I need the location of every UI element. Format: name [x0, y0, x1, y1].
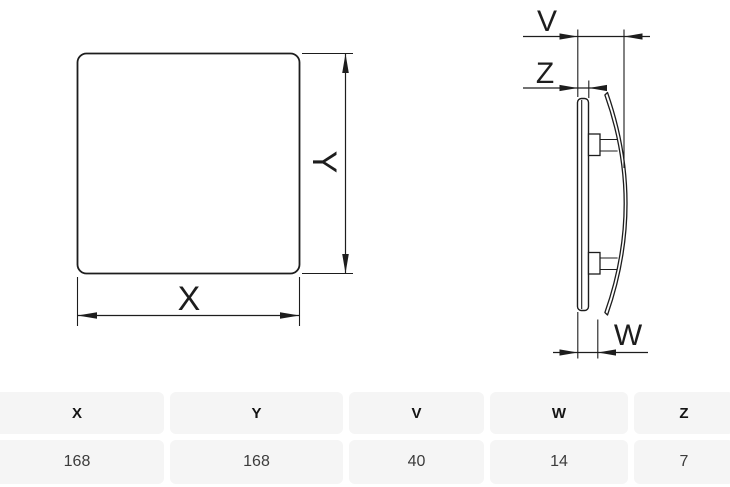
table-value-x: 168 [0, 440, 164, 484]
z-arrow-left [559, 84, 578, 92]
front-view: X Y [76, 52, 353, 326]
dimension-label-z: Z [536, 57, 554, 90]
table-header-y: Y [170, 392, 343, 434]
table-value-w: 14 [490, 440, 628, 484]
curved-cover-profile [604, 91, 628, 316]
lower-clip [587, 251, 618, 275]
x-dimension: X [76, 277, 301, 326]
table-value-z: 7 [634, 440, 730, 484]
v-arrow-left [559, 33, 578, 40]
table-value-y: 168 [170, 440, 343, 484]
w-dimension: W [553, 312, 648, 359]
side-view: V Z W [523, 5, 650, 359]
dimension-label-w: W [614, 319, 643, 352]
dimension-label-v: V [537, 5, 557, 38]
v-arrow-right [624, 33, 643, 40]
y-dimension: Y [302, 52, 353, 275]
upper-clip-block [587, 133, 601, 157]
front-panel-outline [76, 52, 301, 275]
upper-clip [587, 133, 618, 157]
back-plate [576, 97, 590, 312]
w-extension-lines [577, 312, 599, 359]
upper-clip-arm [600, 138, 618, 152]
y-arrow-top [342, 53, 349, 73]
z-dimension: Z [523, 57, 607, 98]
z-arrow-right [588, 84, 607, 92]
w-arrow-left [559, 349, 578, 356]
y-extension-lines [302, 52, 353, 275]
w-arrow-right [597, 349, 616, 356]
v-dimension: V [523, 5, 650, 168]
dimension-label-x: X [178, 280, 201, 318]
x-arrow-left [77, 312, 97, 319]
dimension-label-y: Y [305, 151, 343, 174]
table-value-v: 40 [349, 440, 484, 484]
lower-clip-arm [600, 257, 618, 271]
table-header-z: Z [634, 392, 730, 434]
table-header-w: W [490, 392, 628, 434]
table-header-v: V [349, 392, 484, 434]
lower-clip-block [587, 251, 601, 275]
x-arrow-right [280, 312, 300, 319]
x-extension-lines [76, 277, 301, 326]
table-header-x: X [0, 392, 164, 434]
v-extension-lines [577, 29, 625, 168]
y-arrow-bottom [342, 254, 349, 274]
